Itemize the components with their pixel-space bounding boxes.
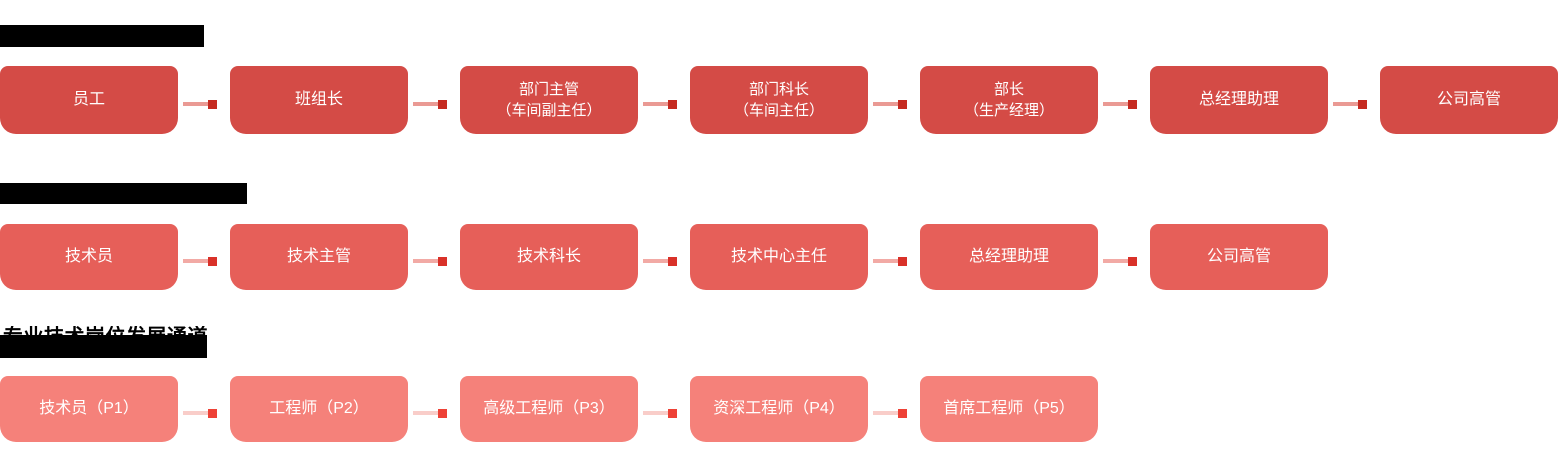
section-heading-redaction-bar xyxy=(0,25,204,47)
connector-line xyxy=(183,259,208,263)
connector-line xyxy=(1103,259,1128,263)
career-stage-label: 总经理助理 xyxy=(968,248,1049,265)
connector-line xyxy=(413,102,438,106)
career-stage-box: 技术中心主任 xyxy=(690,224,874,296)
career-stage-box: 首席工程师（P5） xyxy=(920,376,1104,448)
connector-line xyxy=(873,411,898,415)
connector-line xyxy=(643,102,668,106)
career-stage-box: 技术员 xyxy=(0,224,184,296)
career-stage-label: 总经理助理 xyxy=(1198,91,1279,108)
connector-arrow-square xyxy=(438,256,447,266)
connector-arrow-square xyxy=(208,408,217,418)
connector-line xyxy=(873,259,898,263)
connector-arrow-square xyxy=(668,99,677,109)
connector-arrow-square xyxy=(898,99,907,109)
connector-arrow-square xyxy=(668,256,677,266)
career-stage-label: 班组长 xyxy=(294,91,343,108)
career-stage-label: 公司高管 xyxy=(1436,91,1501,108)
career-stage-box: 总经理助理 xyxy=(1150,66,1334,140)
connector-line xyxy=(1333,102,1358,106)
career-stage-label: 首席工程师（P5） xyxy=(943,400,1075,417)
career-stage-box: 部门主管 （车间副主任） xyxy=(460,66,644,140)
connector-arrow-square xyxy=(898,408,907,418)
connector-line xyxy=(183,102,208,106)
career-stage-box: 班组长 xyxy=(230,66,414,140)
connector-line xyxy=(873,102,898,106)
career-stage-label: 高级工程师（P3） xyxy=(483,400,615,417)
career-stage-box: 资深工程师（P4） xyxy=(690,376,874,448)
connector-line xyxy=(413,259,438,263)
career-stage-box: 工程师（P2） xyxy=(230,376,414,448)
career-stage-box: 技术员（P1） xyxy=(0,376,184,448)
connector-line xyxy=(413,411,438,415)
career-stage-box: 高级工程师（P3） xyxy=(460,376,644,448)
career-stage-label: 技术主管 xyxy=(286,248,351,265)
career-stage-box: 技术科长 xyxy=(460,224,644,296)
connector-arrow-square xyxy=(208,99,217,109)
connector-arrow-square xyxy=(1358,99,1367,109)
connector-arrow-square xyxy=(668,408,677,418)
connector-line xyxy=(1103,102,1128,106)
connector-arrow-square xyxy=(438,408,447,418)
career-stage-label: 资深工程师（P4） xyxy=(713,400,845,417)
connector-arrow-square xyxy=(898,256,907,266)
connector-arrow-square xyxy=(1128,256,1137,266)
career-stage-label: 部长 （生产经理） xyxy=(963,81,1054,119)
section-heading-redaction-bar xyxy=(0,183,247,204)
career-stage-label: 技术中心主任 xyxy=(730,248,827,265)
career-stage-box: 部门科长 （车间主任） xyxy=(690,66,874,140)
career-stage-label: 公司高管 xyxy=(1206,248,1271,265)
connector-arrow-square xyxy=(208,256,217,266)
career-stage-label: 员工 xyxy=(72,91,105,108)
connector-arrow-square xyxy=(1128,99,1137,109)
career-stage-box: 公司高管 xyxy=(1150,224,1334,296)
connector-arrow-square xyxy=(438,99,447,109)
section-heading-peek-text: 专业技术岗位发展通道 xyxy=(3,326,216,335)
career-stage-label: 技术科长 xyxy=(516,248,581,265)
section-heading-redaction-bar xyxy=(0,335,207,358)
connector-line xyxy=(643,411,668,415)
connector-line xyxy=(183,411,208,415)
career-stage-label: 工程师（P2） xyxy=(269,400,369,417)
career-stage-label: 部门主管 （车间副主任） xyxy=(496,81,602,119)
connector-line xyxy=(643,259,668,263)
career-stage-label: 技术员（P1） xyxy=(39,400,139,417)
career-stage-box: 总经理助理 xyxy=(920,224,1104,296)
career-stage-label: 技术员 xyxy=(64,248,113,265)
career-stage-label: 部门科长 （车间主任） xyxy=(733,81,824,119)
career-stage-box: 部长 （生产经理） xyxy=(920,66,1104,140)
